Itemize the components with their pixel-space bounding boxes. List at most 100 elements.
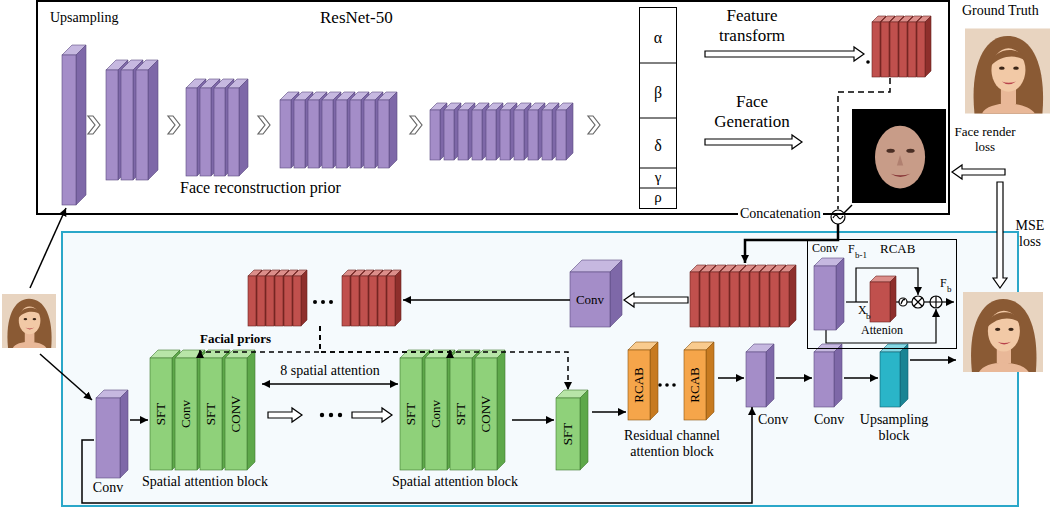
prior-map-side (395, 270, 401, 326)
drawing-part (838, 78, 890, 209)
prior-map-front (387, 276, 395, 326)
sab-slab-front (175, 358, 197, 470)
parameter-column: αβδγρ (640, 8, 676, 208)
feature-map (917, 16, 931, 77)
drawing-part (831, 210, 845, 224)
upsampling-box: Upsampling block (878, 344, 910, 407)
rcab-block: RCABRCABResidual channel attention block (626, 342, 718, 420)
rcab-slab (684, 342, 714, 420)
resnet-layer-front (200, 88, 211, 176)
resnet-layer-front (364, 100, 375, 168)
block-arrow (705, 135, 802, 149)
rcab-slab-side (650, 342, 658, 420)
node-text: Conv (812, 242, 838, 256)
node-text: SFT (404, 403, 419, 425)
connector (846, 301, 868, 302)
resnet-layer-front (556, 110, 566, 160)
prior-map-front (257, 276, 265, 326)
label-text: b (947, 284, 952, 294)
node-text: RCAB (688, 367, 703, 402)
sab-slab-front (225, 358, 247, 470)
node-text: SFT (454, 403, 469, 425)
drawing-part (930, 296, 942, 308)
connector (200, 326, 320, 352)
label-text: F (848, 243, 855, 257)
feature-map-front (890, 22, 898, 77)
sab-slab-front (150, 358, 172, 470)
conv-box: Conv (570, 260, 622, 327)
node-text: ρ (654, 189, 662, 206)
attention-block-side (890, 276, 896, 322)
drawing-part (640, 118, 676, 119)
prior-map-front (342, 276, 350, 326)
node-text: SFT (154, 403, 169, 425)
conv-cube-front (96, 398, 120, 478)
resnet-layer-front (280, 100, 291, 168)
label-text: b (866, 311, 871, 321)
prior-map (387, 270, 401, 326)
conv-cube-front (570, 272, 610, 327)
connector (320, 326, 450, 352)
drawing-part (640, 63, 676, 64)
resnet-layer-front (528, 110, 538, 160)
resnet-layer-front (514, 110, 524, 160)
sab-slab-front (425, 358, 447, 470)
resnet-layer-front (121, 70, 133, 180)
chevron-arrow (588, 116, 600, 134)
prior-map (293, 270, 307, 326)
resnet-layer-front (472, 110, 482, 160)
node-text: ResNet-50 (320, 8, 393, 28)
connector (512, 419, 554, 421)
upsampling-layer-front (62, 55, 76, 205)
node-text: Facial priors (200, 332, 271, 347)
concat-feature-map (780, 265, 796, 327)
conv-cube (814, 258, 844, 330)
resnet-layer-front (308, 100, 319, 168)
label-text: MSE loss (1010, 218, 1050, 250)
rcab-slab (628, 342, 658, 420)
resnet-layer-front (458, 110, 468, 160)
resnet-layer (556, 103, 573, 160)
rcab-slab-front (684, 350, 706, 420)
drawing-part (640, 168, 676, 169)
drawing-part (930, 296, 942, 308)
ellipsis-dots (313, 60, 870, 417)
feature-map-side (925, 16, 931, 77)
resnet-layer-front (322, 100, 333, 168)
node-text: Attenion (861, 324, 903, 338)
resnet-layer-front (430, 110, 440, 160)
drawing-part (901, 300, 905, 305)
node-text: γ (655, 169, 662, 186)
connector (718, 377, 744, 379)
node-text: Conv (758, 412, 788, 428)
resnet-layer-front (136, 70, 148, 180)
drawing-part (338, 413, 342, 417)
drawing-part (910, 359, 956, 361)
node-text: RCAB (632, 367, 647, 402)
resnet-layer-side (148, 60, 158, 180)
prior-map-side (301, 270, 307, 326)
drawing-part (866, 60, 870, 64)
label-text: X (858, 304, 867, 318)
node-text: δ (654, 137, 662, 155)
upsampling-cube (880, 344, 908, 407)
upsampling-layer (62, 45, 86, 205)
conv-cube-side (836, 258, 844, 330)
sft-box: SFT (554, 390, 592, 470)
block-arrow (952, 165, 1005, 179)
resnet-layer (228, 79, 248, 176)
label-text: Face render loss (952, 125, 1018, 155)
drawing-part (907, 301, 912, 302)
rendered-face (852, 109, 946, 203)
concat-feature-map-front (750, 272, 759, 327)
drawing-part (912, 296, 924, 308)
conv-cube-front (746, 352, 766, 407)
concat-feature-map-front (700, 272, 709, 327)
feature-map-front (872, 22, 880, 77)
conv-cube-side (766, 344, 774, 407)
concat-feature-map-front (730, 272, 739, 327)
sab-slab-front (450, 358, 472, 470)
drawing-part (914, 298, 922, 306)
input-face (2, 294, 56, 348)
